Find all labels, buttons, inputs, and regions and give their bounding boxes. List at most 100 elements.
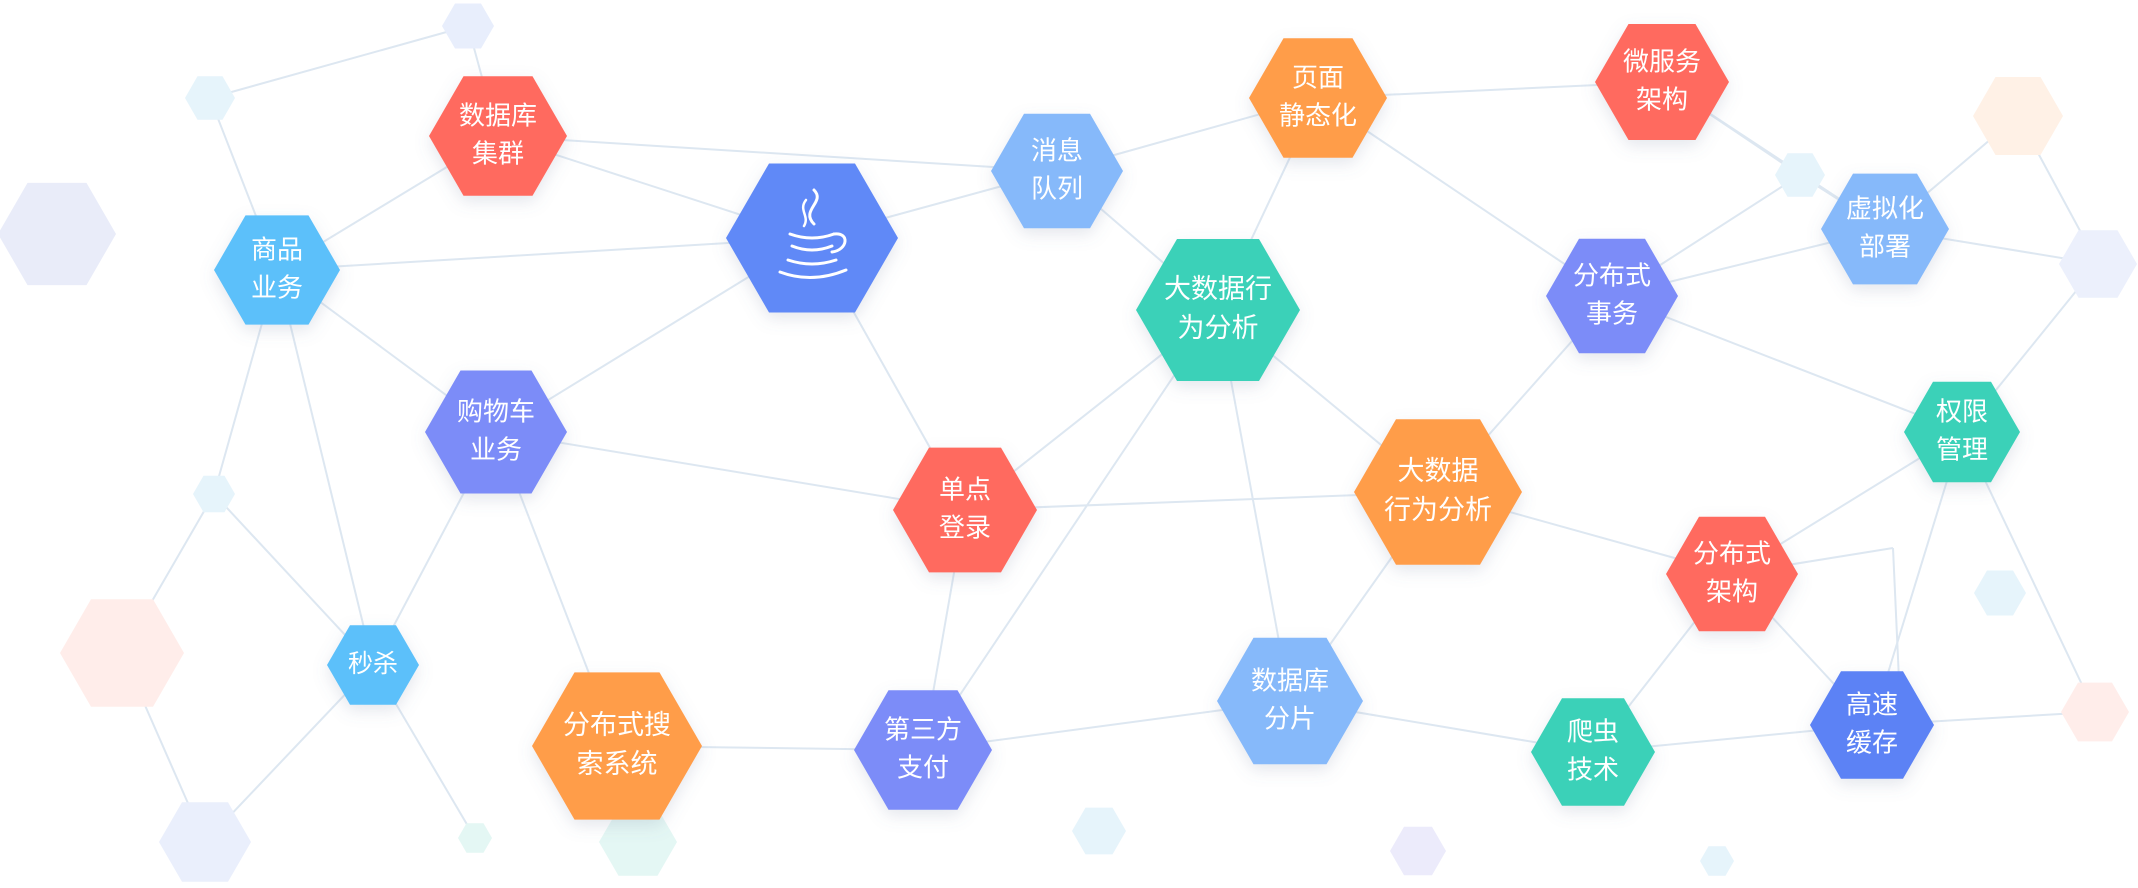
- node-label-line: 管理: [1936, 435, 1988, 465]
- node-label-line: 单点: [939, 476, 991, 506]
- node-hexagon: [1595, 24, 1729, 140]
- node-hexagon: [1354, 419, 1522, 565]
- node-hexagon: [429, 76, 567, 196]
- node-hexagon: [214, 215, 340, 325]
- node-label-line: 分布式: [1693, 540, 1771, 570]
- node-hexagon: [532, 672, 702, 820]
- edge-product-business-to-seckill: [276, 269, 374, 666]
- decor-hexagon: [442, 3, 494, 49]
- node-label-line: 事务: [1586, 299, 1638, 329]
- edge-distributed-transaction-to-permission: [1611, 295, 1963, 433]
- node-label-line: 架构: [1636, 85, 1688, 115]
- node-hexagon: [991, 113, 1123, 229]
- node-label-line: 第三方: [884, 716, 962, 746]
- node-hexagon: [1136, 239, 1300, 381]
- node-hexagon: [1821, 173, 1949, 285]
- node-hexagon: [1531, 698, 1655, 806]
- node-label-line: 秒杀: [348, 649, 398, 678]
- node-label-line: 大数据行: [1164, 274, 1272, 305]
- decor-hexagon: [1072, 807, 1126, 855]
- decor-hexagon: [1700, 846, 1734, 876]
- node-hexagon: [1810, 671, 1934, 779]
- decorative-hexagons: [0, 3, 2137, 882]
- node-label-line: 静态化: [1279, 101, 1357, 131]
- node-label-line: 支付: [897, 753, 949, 783]
- node-label-line: 消息: [1031, 137, 1083, 167]
- java-icon: [778, 188, 848, 280]
- topic-nodes: 数据库集群商品业务消息队列页面静态化微服务架构虚拟化部署分布式事务大数据行为分析…: [214, 24, 2020, 820]
- decor-hexagon: [599, 808, 677, 876]
- edge-bigdata-behavior-to-third-party-payment: [922, 309, 1219, 751]
- node-label-line: 数据库: [459, 102, 537, 132]
- node-hexagon: [425, 370, 567, 494]
- node-hexagon: [1249, 38, 1387, 158]
- decor-hexagon: [185, 76, 235, 120]
- node-label-line: 商品: [251, 236, 303, 266]
- edge-product-business-to-hub: [276, 237, 813, 271]
- node-label-line: 虚拟化: [1846, 195, 1924, 225]
- decor-hexagon: [1775, 153, 1825, 197]
- node-label-line: 业务: [251, 273, 303, 303]
- node-label-line: 缓存: [1846, 728, 1898, 758]
- node-label-line: 分片: [1264, 704, 1316, 734]
- node-label-line: 架构: [1706, 577, 1758, 607]
- node-hexagon: [1546, 238, 1678, 354]
- decor-hexagon: [2059, 230, 2137, 298]
- node-label-line: 部署: [1859, 232, 1911, 262]
- node-hexagon: [1217, 637, 1363, 765]
- node-hexagon: [327, 625, 419, 705]
- decor-hexagon: [1390, 826, 1446, 876]
- decor-hexagon: [1973, 77, 2063, 155]
- node-label-line: 集群: [472, 139, 524, 169]
- decor-hexagon: [458, 823, 492, 853]
- node-label-line: 购物车: [457, 398, 535, 428]
- decor-hexagon: [60, 599, 184, 707]
- decor-hexagon: [2061, 682, 2129, 742]
- node-label-line: 技术: [1567, 755, 1619, 785]
- node-label-line: 业务: [470, 435, 522, 465]
- decor-hexagon: [193, 475, 235, 513]
- node-label-line: 高速: [1846, 691, 1898, 721]
- node-label-line: 爬虫: [1567, 718, 1619, 748]
- edge-db-cluster-to-message-queue: [497, 135, 1058, 172]
- node-label-line: 权限: [1936, 398, 1988, 428]
- node-label-line: 数据库: [1251, 667, 1329, 697]
- decor-hexagon: [159, 802, 251, 882]
- edge-cart-business-to-sso: [495, 431, 966, 511]
- node-label-line: 微服务: [1623, 48, 1701, 78]
- node-label-line: 索系统: [577, 749, 658, 780]
- node-hexagon: [1904, 381, 2020, 483]
- decor-hexagon: [0, 182, 116, 286]
- node-hexagon: [854, 690, 992, 810]
- connection-lines: [121, 25, 2099, 843]
- node-label-line: 大数据: [1398, 456, 1479, 487]
- node-label-line: 行为分析: [1384, 495, 1492, 526]
- decor-hexagon: [1974, 570, 2026, 616]
- decor-connector-line: [209, 25, 469, 99]
- node-label-line: 登录: [939, 513, 991, 543]
- node-label-line: 分布式: [1573, 262, 1651, 292]
- node-seckill: 秒杀: [327, 625, 419, 705]
- node-label-line: 为分析: [1178, 313, 1259, 344]
- decor-connector-line: [1892, 547, 1900, 681]
